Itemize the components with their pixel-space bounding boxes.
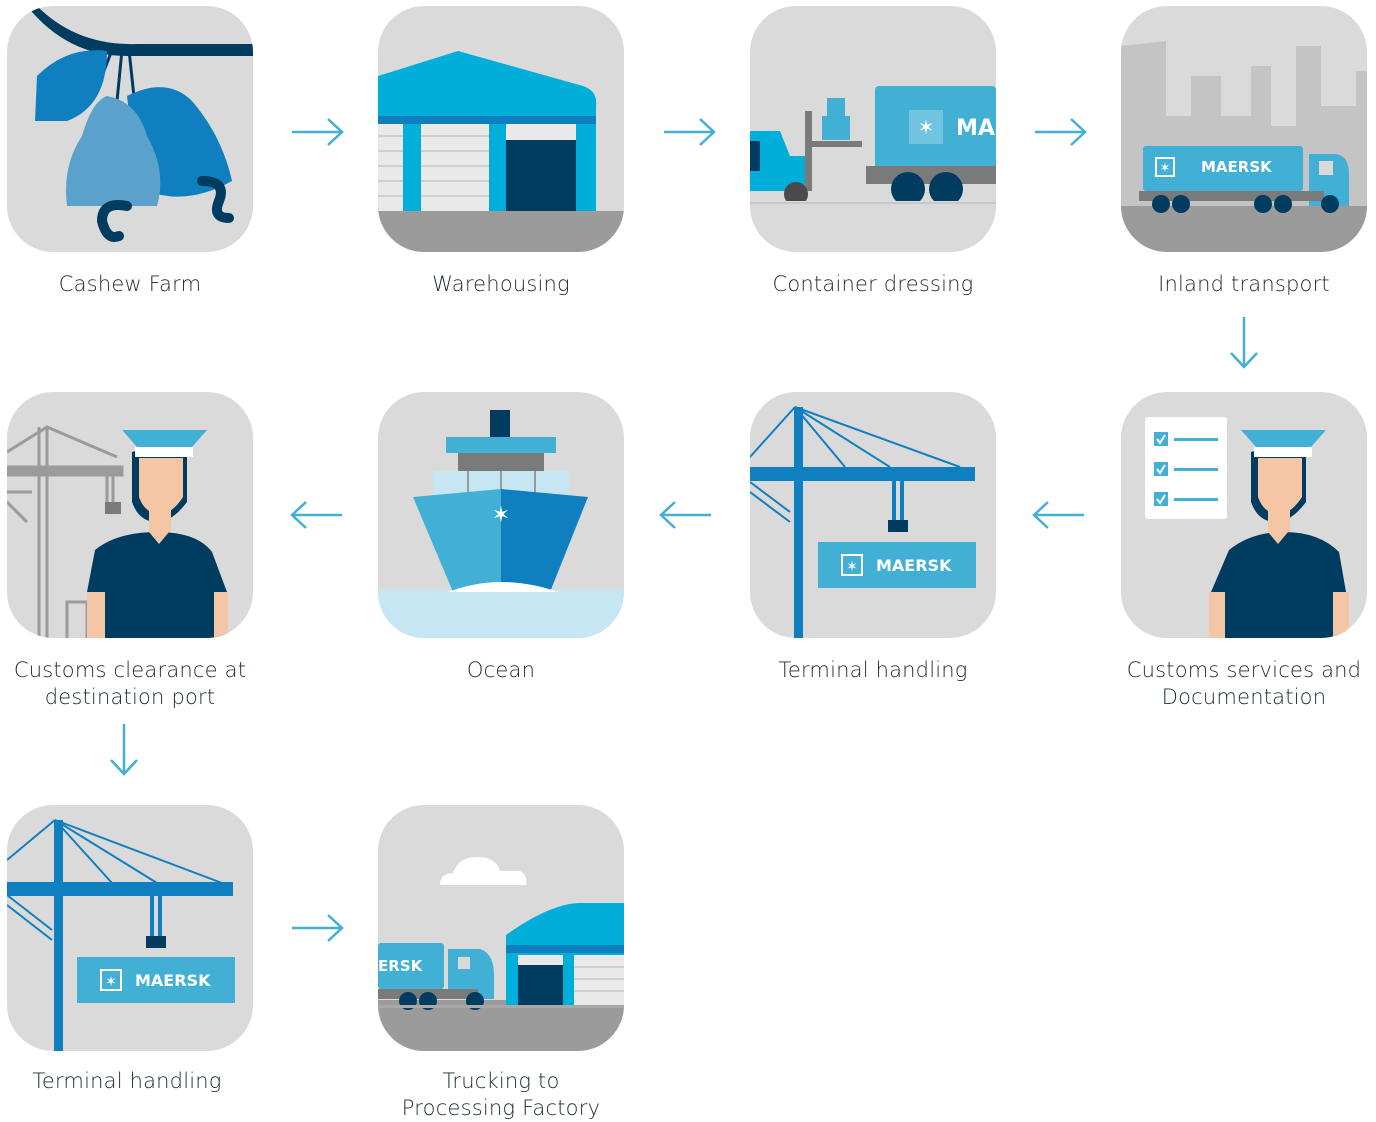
origin-container-brand-text: MAERSK [876, 556, 952, 575]
svg-text:✶: ✶ [1160, 161, 1171, 176]
step-label-line: Ocean [466, 658, 536, 682]
container-dressing-illustration: ✶ MA [750, 86, 996, 252]
step-label: Cashew Farm [0, 271, 280, 298]
svg-text:✶: ✶ [105, 974, 117, 990]
step-label: Terminal handling [0, 1068, 277, 1095]
customs-clearance-illustration [7, 425, 228, 638]
tile-customs-services [1121, 392, 1367, 638]
svg-text:✶: ✶ [492, 503, 510, 528]
step-label-line: Terminal handling [778, 658, 968, 682]
step-label: Container dressing [723, 271, 1023, 298]
warehousing-illustration [378, 51, 624, 252]
terminal-handling-origin-illustration: ✶ MAERSK [750, 406, 976, 638]
cashew-farm-illustration [27, 6, 253, 242]
arrow-right-icon [1033, 117, 1089, 147]
tile-container-dressing: ✶ MA [750, 6, 996, 252]
step-label-line: Documentation [1161, 685, 1327, 709]
arrow-right-icon [662, 117, 718, 147]
tile-terminal-handling-destination: ✶ MAERSK [7, 805, 253, 1051]
truck-brand-text: MAERSK [1201, 158, 1273, 176]
step-label: Customs clearance at destination port [0, 657, 280, 711]
step-label-line: Terminal handling [32, 1069, 222, 1093]
arrow-right-icon [290, 913, 346, 943]
step-label: Trucking to Processing Factory [351, 1068, 651, 1122]
tile-cashew-farm [7, 6, 253, 252]
destination-container-brand-text: MAERSK [135, 971, 211, 990]
tile-terminal-handling-origin: ✶ MAERSK [750, 392, 996, 638]
step-label-line: Cashew Farm [58, 272, 202, 296]
step-label: Ocean [351, 657, 651, 684]
arrow-down-icon [1229, 315, 1259, 371]
step-label: Warehousing [351, 271, 651, 298]
step-label-line: destination port [44, 685, 216, 709]
step-label: Terminal handling [723, 657, 1023, 684]
svg-text:✶: ✶ [846, 559, 858, 575]
tile-customs-clearance [7, 392, 253, 638]
tile-trucking: ERSK [378, 805, 624, 1051]
arrow-left-icon [1030, 500, 1086, 530]
trucking-illustration: ERSK [378, 857, 624, 1051]
step-label-line: Trucking to [442, 1069, 560, 1093]
arrow-left-icon [657, 500, 713, 530]
arrow-down-icon [109, 722, 139, 778]
arrow-left-icon [288, 500, 344, 530]
tile-ocean: ✶ [378, 392, 624, 638]
terminal-handling-destination-illustration: ✶ MAERSK [7, 819, 235, 1051]
inland-transport-illustration: ✶ MAERSK [1121, 41, 1367, 252]
step-label-line: Inland transport [1158, 272, 1330, 296]
container-brand-text: MA [956, 116, 995, 141]
step-label-line: Customs services and [1126, 658, 1362, 682]
tile-warehousing [378, 6, 624, 252]
tile-inland-transport: ✶ MAERSK [1121, 6, 1367, 252]
customs-services-illustration [1145, 417, 1349, 638]
ocean-illustration: ✶ [378, 410, 624, 638]
truck-partial-brand-text: ERSK [378, 957, 424, 975]
step-label: Inland transport [1094, 271, 1376, 298]
step-label-line: Warehousing [432, 272, 570, 296]
step-label-line: Container dressing [772, 272, 974, 296]
svg-text:✶: ✶ [918, 115, 935, 139]
arrow-right-icon [290, 117, 346, 147]
step-label-line: Processing Factory [401, 1096, 601, 1120]
step-label-line: Customs clearance at [13, 658, 247, 682]
